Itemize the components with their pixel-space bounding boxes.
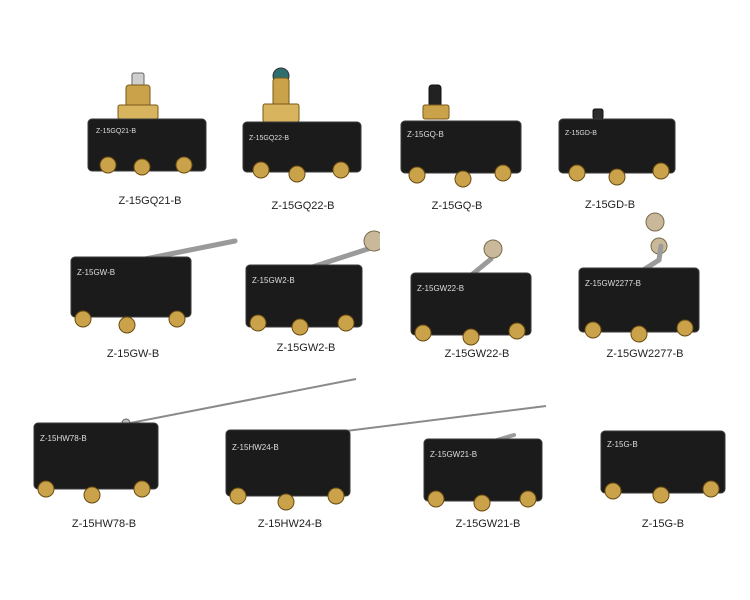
caption: Z-15GW22-B	[444, 348, 510, 360]
lever-icon: Z-15GW21-B	[423, 433, 543, 512]
switch-z-15gq21-b: Z-15GQ21-B Z-15GQ21-B	[80, 55, 220, 207]
roller-lever-icon: Z-15GW22-B	[410, 239, 532, 346]
caption: Z-15GQ-B	[431, 200, 483, 212]
switch-z-15gw2-b: Z-15GW2-B Z-15GW2-B	[240, 225, 380, 360]
roller-plunger-icon: Z-15GQ22-B	[242, 67, 362, 183]
switch-z-15gq22-b: Z-15GQ22-B Z-15GQ22-B	[235, 60, 375, 212]
no-actuator-icon: Z-15G-B	[600, 430, 726, 504]
plunger-icon: Z-15GQ-B	[400, 84, 522, 188]
body-label: Z-15GW21-B	[430, 450, 477, 459]
caption: Z-15GW2277-B	[606, 348, 684, 360]
roller-lever-icon: Z-15GW2277-B	[578, 212, 700, 343]
wire-lever-icon: Z-15HW24-B	[225, 405, 547, 511]
body-label: Z-15HW24-B	[232, 443, 279, 452]
caption: Z-15GD-B	[584, 199, 636, 211]
wire-lever-icon: Z-15HW78-B	[33, 378, 357, 504]
caption: Z-15HW24-B	[257, 518, 323, 530]
switch-z-15gw22-b: Z-15GW22-B Z-15GW22-B	[405, 235, 545, 370]
body-label: Z-15GW22-B	[417, 284, 464, 293]
body-label: Z-15GQ21-B	[96, 128, 136, 135]
body-label: Z-15GW2277-B	[585, 279, 641, 288]
switch-z-15g-b: Z-15G-B Z-15G-B	[595, 425, 735, 540]
switch-z-15hw78-b: Z-15HW78-B Z-15HW78-B	[30, 375, 370, 540]
body-label: Z-15GW-B	[77, 268, 115, 277]
caption: Z-15HW78-B	[71, 518, 137, 530]
caption: Z-15GW2-B	[276, 342, 336, 354]
switch-z-15gw2277-b: Z-15GW2277-B Z-15GW2277-B	[575, 210, 725, 370]
body-label: Z-15GD-B	[565, 130, 597, 137]
switch-z-15gw21-b: Z-15GW21-B Z-15GW21-B	[420, 425, 560, 540]
pin-plunger-icon: Z-15GD-B	[558, 108, 676, 186]
lever-icon: Z-15GW-B	[70, 238, 238, 334]
body-label: Z-15G-B	[607, 440, 638, 449]
roller-lever-icon: Z-15GW2-B	[245, 230, 380, 336]
caption: Z-15GW-B	[106, 348, 160, 360]
body-label: Z-15GQ22-B	[249, 135, 289, 142]
body-label: Z-15GQ-B	[407, 130, 444, 139]
caption: Z-15GQ21-B	[118, 195, 182, 207]
body-label: Z-15HW78-B	[40, 434, 87, 443]
switch-z-15gq-b: Z-15GQ-B Z-15GQ-B	[395, 75, 535, 215]
caption: Z-15GW21-B	[455, 518, 521, 530]
roller-plunger-icon: Z-15GQ21-B	[87, 72, 207, 176]
switch-z-15gd-b: Z-15GD-B Z-15GD-B	[555, 105, 685, 215]
switch-z-15gw-b: Z-15GW-B Z-15GW-B	[65, 235, 245, 360]
body-label: Z-15GW2-B	[252, 276, 295, 285]
switch-z-15hw24-b: Z-15HW24-B Z-15HW24-B	[220, 400, 550, 540]
caption: Z-15G-B	[641, 518, 685, 530]
caption: Z-15GQ22-B	[271, 200, 335, 212]
